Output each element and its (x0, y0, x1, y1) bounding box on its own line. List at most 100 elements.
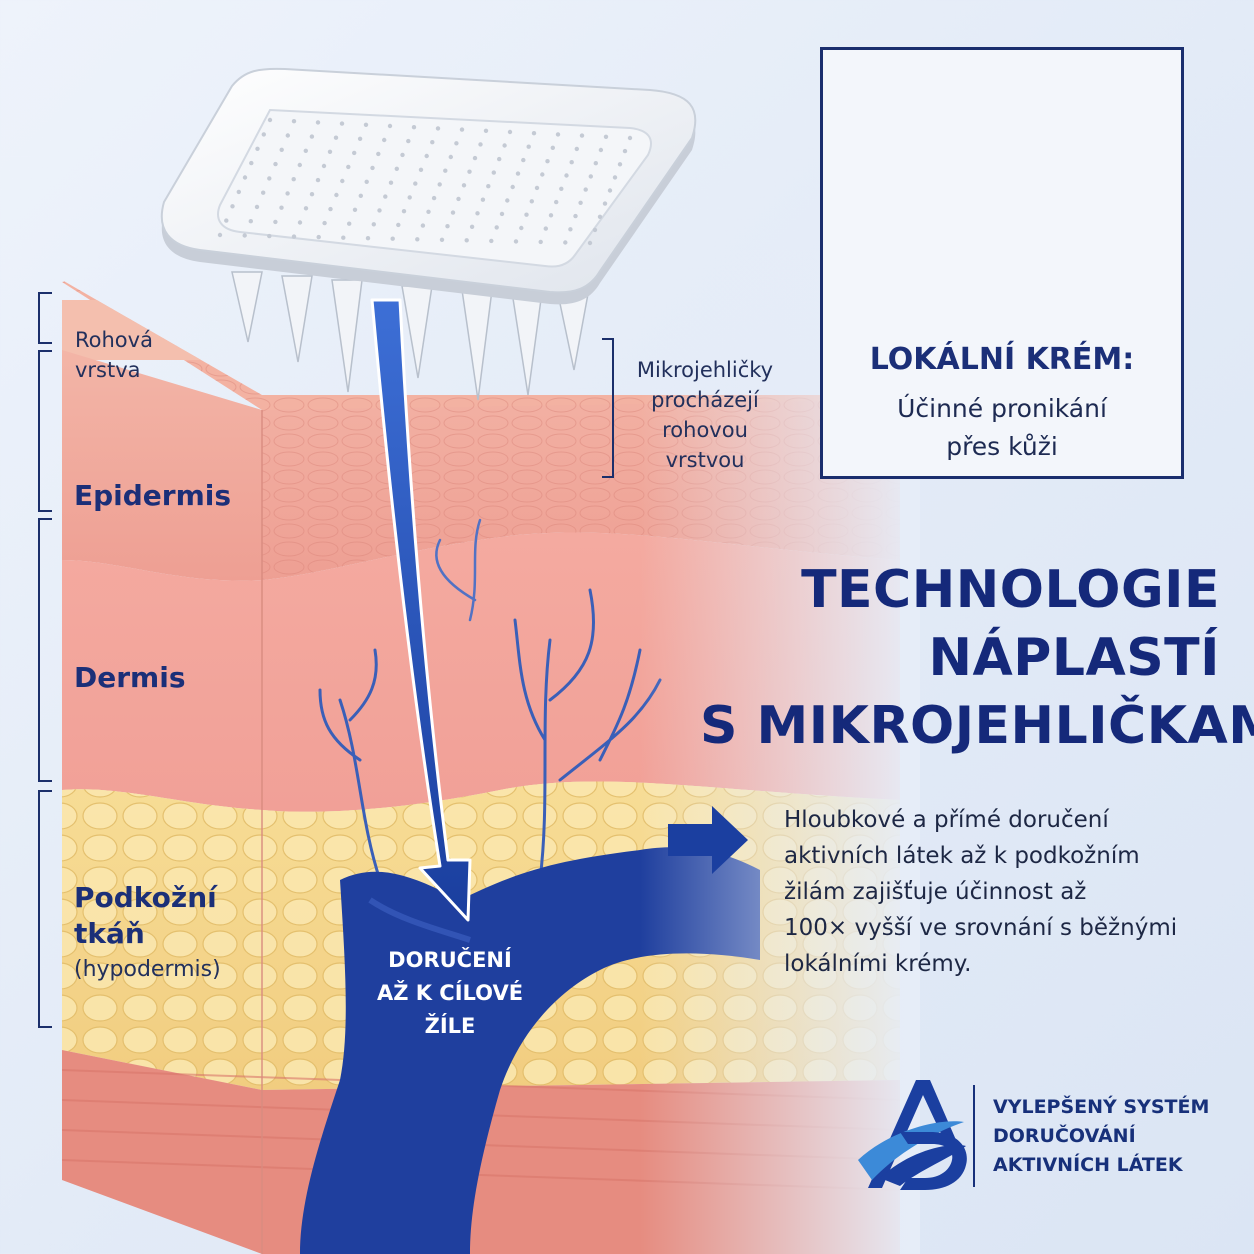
patch-perforation (363, 122, 369, 128)
patch-perforation (376, 151, 381, 157)
patch-perforation (435, 126, 441, 131)
patch-perforation (248, 219, 253, 224)
patch-perforation (339, 121, 345, 126)
patch-perforation (236, 189, 241, 195)
patch-perforation (489, 238, 494, 244)
benefit-description: Hloubkové a přímé doručení aktivních lát… (784, 802, 1224, 982)
patch-perforation (273, 161, 278, 167)
patch-perforation (328, 206, 333, 212)
patch-perforation (279, 205, 284, 210)
patch-perforation (309, 134, 315, 139)
patch-perforation (439, 237, 445, 242)
cream-box-description: Účinné pronikání přes kůži (863, 390, 1141, 466)
patch-perforation (285, 191, 290, 196)
main-title-line: TECHNOLOGIE (801, 560, 1220, 620)
patch-perforation (505, 198, 510, 203)
patch-perforation (365, 236, 371, 241)
patch-perforation (297, 162, 302, 168)
logo-tagline: VYLEPŠENÝ SYSTÉM DORUČOVÁNÍ AKTIVNÍCH LÁ… (993, 1093, 1209, 1180)
patch-perforation (607, 188, 613, 193)
patch-perforation (603, 134, 609, 139)
patch-perforation (364, 179, 369, 184)
patch-perforation (510, 184, 515, 190)
patch-perforation (242, 175, 248, 180)
patch-perforation (352, 207, 358, 212)
patch-perforation (430, 140, 435, 145)
vein-network (318, 518, 662, 882)
patch-perforation (443, 168, 448, 173)
main-title-line: S MIKROJEHLIČKAMI (700, 696, 1254, 756)
patch-perforation (548, 213, 554, 218)
patch-perforation (559, 186, 564, 191)
patch-perforation (401, 209, 407, 214)
main-title-line: NÁPLASTÍ (928, 628, 1220, 688)
vein-label-line: ŽÍLE (424, 1014, 476, 1038)
patch-perforation (411, 125, 417, 130)
patch-perforation (534, 185, 540, 191)
patch-perforation (592, 227, 598, 233)
patch-perforation (469, 224, 475, 229)
patch-perforation (242, 233, 247, 238)
patch-perforation (279, 147, 284, 152)
patch-perforation (554, 199, 559, 205)
patch-perforation (459, 127, 465, 132)
patch-perforation (461, 183, 467, 188)
patch-perforation (426, 209, 431, 214)
description-line: lokálními krémy. (784, 951, 972, 977)
vein-label: DORUČENÍ AŽ K CÍLOVÉ ŽÍLE (360, 944, 540, 1043)
patch-perforation (483, 128, 489, 133)
patch-perforation (598, 147, 604, 153)
patch-perforation (415, 237, 420, 242)
patch-perforation (467, 169, 472, 174)
patch-perforation (456, 196, 461, 202)
patch-perforation (622, 148, 628, 154)
patch-perforation (388, 180, 394, 185)
needles-note-line: procházejí (651, 388, 759, 412)
patch-perforation (285, 133, 290, 138)
needles-note-line: Mikrojehličky (636, 358, 774, 382)
label-hypodermis-paren: (hypodermis) (74, 957, 221, 982)
patch-perforation (315, 120, 321, 125)
patch-perforation (564, 173, 569, 178)
patch-perforation (521, 157, 526, 163)
patch-perforation (224, 218, 229, 223)
bracket-dermis (38, 518, 52, 782)
patch-perforation (420, 223, 426, 228)
patch-perforation (322, 220, 327, 226)
label-hypodermis: Podkožní tkáň (hypodermis) (74, 880, 221, 988)
patch-perforation (593, 161, 598, 166)
patch-perforation (531, 131, 537, 136)
tagline-line: VYLEPŠENÝ SYSTÉM (993, 1096, 1210, 1118)
patch-perforation (480, 197, 486, 202)
patch-perforation (387, 123, 393, 129)
patch-perforation (450, 210, 456, 215)
patch-perforation (612, 175, 618, 180)
label-hypodermis-line2: tkáň (74, 917, 145, 950)
patch-perforation (406, 138, 411, 144)
patch-perforation (507, 129, 513, 135)
patch-perforation (538, 239, 543, 245)
patch-perforation (587, 240, 593, 246)
patch-perforation (315, 177, 321, 183)
patch-perforation (448, 154, 453, 160)
patch-perforation (515, 171, 521, 176)
patch-perforation (370, 165, 375, 171)
patch-perforation (597, 214, 603, 219)
patch-perforation (529, 199, 534, 204)
patch-perforation (334, 192, 339, 198)
ad-logo-icon (858, 1080, 967, 1190)
patch-perforation (327, 149, 333, 154)
cream-box-desc-line: přes kůži (946, 432, 1058, 461)
patch-perforation (588, 174, 593, 179)
patch-perforation (617, 162, 623, 167)
cream-box-desc-line: Účinné pronikání (897, 394, 1107, 423)
cream-comparison-box: LOKÁLNÍ KRÉM: Účinné pronikání přes kůži (820, 47, 1184, 479)
patch-perforation (291, 119, 297, 124)
patch-perforation (255, 146, 260, 151)
bracket-epidermis (38, 350, 52, 512)
patch-perforation (297, 220, 303, 225)
patch-perforation (579, 133, 585, 138)
patch-perforation (309, 192, 315, 197)
patch-perforation (555, 132, 561, 137)
